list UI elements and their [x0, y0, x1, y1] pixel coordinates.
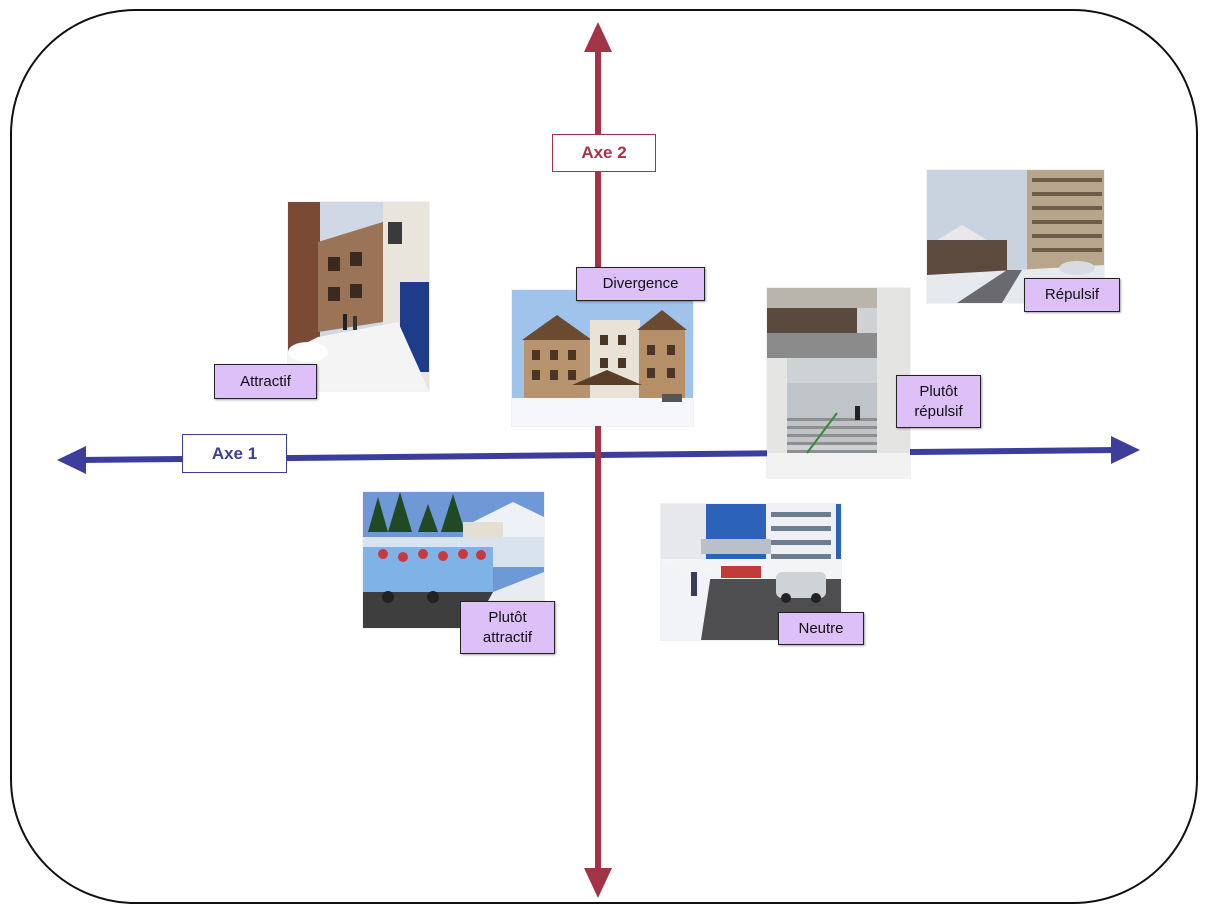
axis-2-arrow	[584, 22, 612, 898]
axis-1-label: Axe 1	[182, 434, 287, 473]
tag-attractif: Attractif	[214, 364, 317, 399]
photo-attractif	[288, 202, 429, 391]
tag-plutot-repulsif-line2: répulsif	[914, 402, 963, 420]
tag-plutot-repulsif-line1: Plutôt	[919, 382, 958, 400]
tag-plutot-attractif-line1: Plutôt	[488, 608, 527, 626]
tag-plutot-attractif-line2: attractif	[482, 628, 533, 646]
axis-1-right-arrowhead	[1111, 436, 1140, 464]
tag-plutot-attractif: Plutôt attractif	[460, 601, 555, 654]
tag-neutre: Neutre	[778, 612, 864, 645]
photo-plutot-repulsif	[767, 288, 910, 478]
tag-repulsif: Répulsif	[1024, 278, 1120, 312]
tag-plutot-repulsif: Plutôt répulsif	[896, 375, 981, 428]
tag-divergence: Divergence	[576, 267, 705, 301]
axis-2-top-arrowhead	[584, 22, 612, 52]
axis-2-label: Axe 2	[552, 134, 656, 172]
axis-2-bottom-arrowhead	[584, 868, 612, 898]
photo-divergence	[512, 290, 693, 426]
axis-1-left-arrowhead	[57, 446, 86, 474]
